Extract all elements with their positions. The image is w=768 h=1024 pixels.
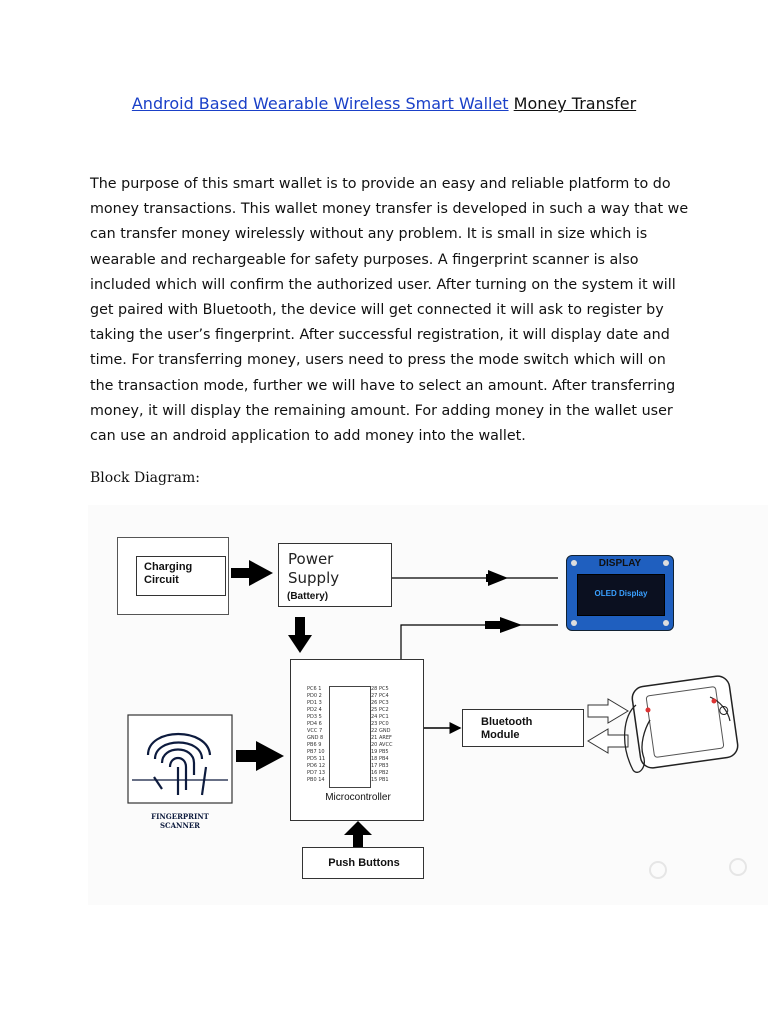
oled-display-module: DISPLAY OLED Display: [566, 555, 674, 631]
power-supply-label: Power Supply: [288, 550, 340, 587]
pins-left: PC6 1 PD0 2 PD1 3 PD2 4 PD3 5 PD4 6 VCC …: [307, 686, 325, 783]
charging-circuit-box: Charging Circuit: [117, 537, 229, 615]
display-title: DISPLAY: [598, 558, 642, 569]
arrow-power-to-display: [392, 570, 558, 586]
title-link[interactable]: Android Based Wearable Wireless Smart Wa…: [131, 94, 509, 113]
charging-circuit-inner: Charging Circuit: [136, 556, 226, 596]
title-rest: Money Transfer: [513, 94, 637, 113]
document-title: Android Based Wearable Wireless Smart Wa…: [0, 94, 768, 113]
mount-hole: [663, 620, 669, 626]
bluetooth-module-box: Bluetooth Module: [462, 709, 584, 747]
mount-hole: [663, 560, 669, 566]
oled-label: OLED Display: [594, 589, 648, 598]
bluetooth-module-label: Bluetooth Module: [481, 716, 533, 741]
battery-label: (Battery): [287, 591, 329, 602]
push-buttons-label: Push Buttons: [328, 857, 400, 869]
arrow-micro-to-display: [400, 617, 558, 660]
arrow-buttons-to-micro: [344, 821, 372, 847]
body-paragraph: The purpose of this smart wallet is to p…: [90, 176, 689, 445]
ic-chip: [329, 686, 371, 788]
diagram-connectors: [127, 560, 747, 879]
block-diagram: Charging Circuit Power Supply (Battery) …: [88, 505, 768, 905]
arrows-bluetooth-phone: [587, 698, 629, 754]
charging-circuit-label: Charging Circuit: [144, 561, 193, 586]
microcontroller-label: Microcontroller: [325, 792, 391, 803]
push-buttons-box: Push Buttons: [302, 847, 424, 879]
watermark: [649, 858, 747, 879]
microcontroller-box: PC6 1 PD0 2 PD1 3 PD2 4 PD3 5 PD4 6 VCC …: [290, 659, 424, 821]
mount-hole: [571, 620, 577, 626]
power-supply-box: Power Supply (Battery): [278, 543, 392, 607]
arrow-power-to-micro: [288, 617, 312, 653]
fingerprint-scanner-label: FINGERPRINT SCANNER: [151, 812, 209, 830]
mount-hole: [571, 560, 577, 566]
pins-right: 28 PC5 27 PC4 26 PC3 25 PC2 24 PC1 23 PC…: [371, 686, 393, 783]
fingerprint-icon: [127, 714, 233, 804]
oled-screen: OLED Display: [577, 574, 665, 616]
arrow-fingerprint-to-micro: [236, 741, 284, 771]
arrow-charging-to-power: [231, 560, 273, 586]
section-heading: Block Diagram:: [90, 470, 201, 486]
smartphone-icon: [623, 675, 739, 773]
